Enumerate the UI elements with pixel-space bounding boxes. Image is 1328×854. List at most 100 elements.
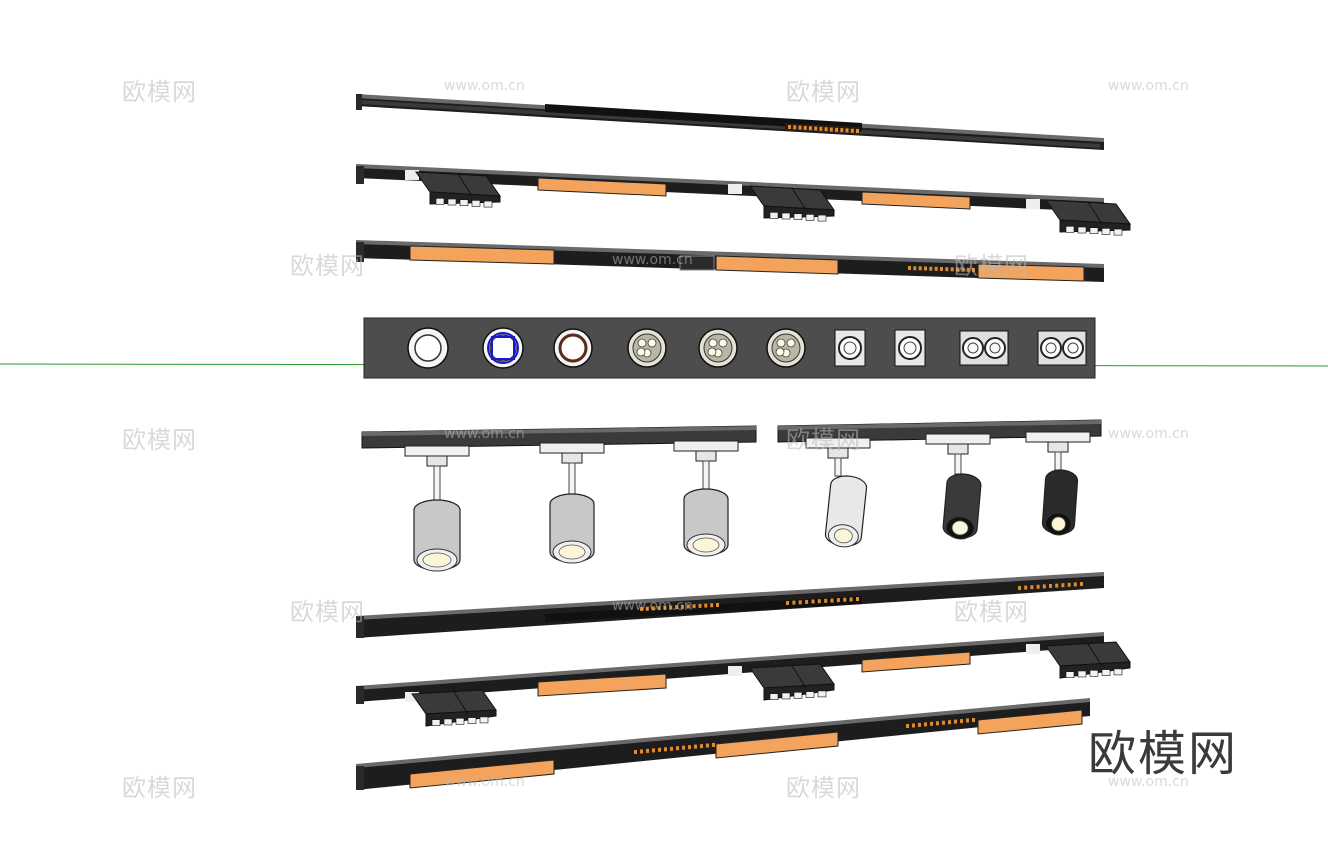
led-dot [950, 267, 954, 272]
led-dot [930, 721, 933, 726]
led-dot [972, 718, 975, 722]
magnetic-track-row-7[interactable] [356, 632, 1104, 704]
led-dot [956, 267, 959, 272]
led-dot [960, 719, 963, 724]
track-spotlight-white[interactable] [805, 437, 871, 549]
led-dot [710, 603, 714, 608]
led-dot [645, 606, 649, 611]
downlight-single-selected[interactable] [482, 327, 524, 369]
led-dot [698, 603, 702, 608]
led-dot [808, 126, 812, 131]
led-dot [658, 747, 661, 752]
led-dot [669, 605, 673, 610]
led-dot [1067, 582, 1071, 587]
downlight-double[interactable] [959, 330, 1009, 366]
led-dot [657, 606, 661, 611]
downlight-triple[interactable] [627, 328, 667, 368]
downlight-ring[interactable] [553, 328, 593, 368]
led-dot [706, 743, 709, 748]
led-dot [803, 125, 807, 130]
led-dot [716, 603, 719, 607]
led-dot [688, 745, 691, 750]
led-dot [913, 266, 917, 271]
led-dot [651, 606, 655, 611]
led-dot [798, 125, 802, 130]
led-dot [830, 598, 834, 603]
led-dot [835, 127, 839, 132]
led-dot [936, 721, 939, 726]
led-dot [670, 746, 673, 751]
led-dot [1030, 585, 1034, 590]
spotlight-track-left[interactable] [361, 425, 757, 449]
magnetic-track-row-8[interactable] [356, 698, 1090, 790]
track-spotlight-gray[interactable] [673, 440, 739, 557]
magnetic-track-row-6[interactable] [356, 572, 1104, 638]
led-dot [1036, 584, 1040, 589]
downlight-panel[interactable] [363, 317, 1096, 379]
led-dot [1080, 582, 1083, 586]
led-dot [676, 746, 679, 751]
grille-light[interactable] [414, 171, 502, 208]
led-dot [906, 724, 909, 728]
led-dot [798, 600, 802, 605]
led-dot [811, 599, 815, 604]
led-dot [686, 604, 690, 609]
downlight-double[interactable] [1037, 330, 1087, 366]
grille-light[interactable] [1044, 199, 1132, 236]
grille-light[interactable] [1045, 641, 1131, 679]
magnetic-track-row-1[interactable] [356, 94, 1104, 150]
led-dot [918, 722, 921, 727]
led-dot [929, 266, 933, 271]
led-dot [850, 128, 854, 133]
led-dot [934, 266, 938, 271]
track-spotlight-dark[interactable] [925, 433, 991, 540]
led-dot [634, 750, 637, 754]
led-dot [972, 268, 975, 272]
downlight-single[interactable] [407, 327, 449, 369]
led-dot [908, 266, 911, 270]
downlight-square[interactable] [834, 329, 866, 367]
led-dot [966, 718, 969, 723]
spotlight-track-right[interactable] [777, 419, 1102, 443]
led-dot [712, 743, 715, 747]
led-dot [694, 744, 697, 749]
led-dot [1061, 583, 1065, 588]
grille-light[interactable] [411, 689, 497, 727]
downlight-square[interactable] [894, 329, 926, 367]
led-dot [664, 747, 667, 752]
grille-light[interactable] [749, 663, 835, 701]
led-dot [640, 607, 643, 611]
led-dot [1024, 585, 1028, 590]
led-dot [836, 598, 840, 603]
led-dot [692, 604, 696, 609]
led-dot [948, 720, 951, 725]
led-dot [945, 267, 949, 272]
grille-light[interactable] [748, 185, 836, 222]
track-spotlight-gray[interactable] [539, 442, 605, 564]
led-dot [814, 126, 818, 131]
downlight-triple[interactable] [766, 328, 806, 368]
led-dot [924, 266, 927, 271]
track-spotlight-black[interactable] [1025, 431, 1091, 536]
led-dot [840, 128, 844, 133]
led-dot [845, 128, 849, 133]
led-dot [652, 748, 655, 753]
led-dot [680, 604, 684, 609]
led-dot [961, 267, 965, 272]
led-dot [824, 598, 828, 603]
led-dot [793, 125, 797, 130]
led-dot [942, 720, 945, 725]
magnetic-track-row-2[interactable] [356, 164, 1104, 212]
led-dot [817, 599, 821, 604]
magnetic-track-row-3[interactable] [356, 240, 1104, 282]
led-dot [843, 597, 847, 602]
track-spotlight-gray[interactable] [404, 445, 470, 572]
led-dot [924, 722, 927, 727]
led-dot [786, 601, 789, 605]
downlight-triple[interactable] [698, 328, 738, 368]
led-dot [1018, 586, 1021, 590]
led-dot [805, 599, 809, 604]
led-dot [918, 266, 922, 271]
